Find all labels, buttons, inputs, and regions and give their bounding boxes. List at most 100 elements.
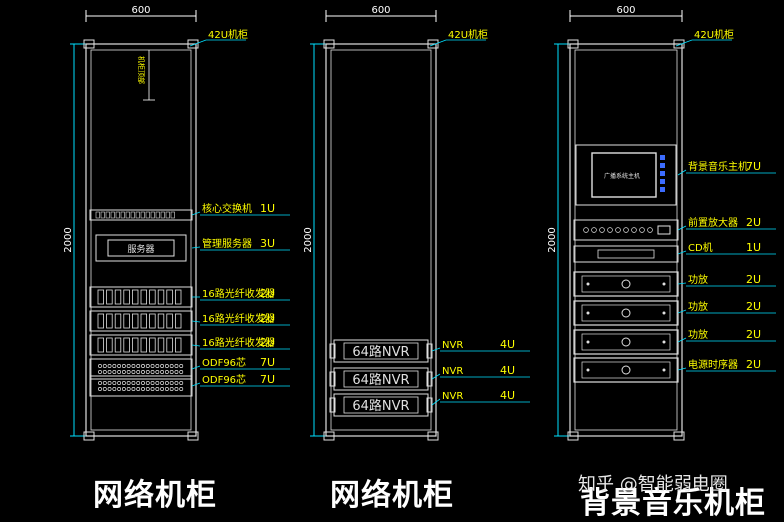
- cabinet-inner-frame: [90, 49, 192, 431]
- height-dim-text: 2000: [303, 227, 314, 252]
- device-units: 2U: [746, 273, 761, 286]
- device-label: 功放: [688, 273, 708, 286]
- switch-port: [115, 211, 120, 219]
- device-label: CD机: [688, 241, 713, 254]
- odf-port: [107, 387, 112, 391]
- device-units: 7U: [260, 356, 275, 369]
- device-amp: 功放 2U: [573, 271, 776, 297]
- odf-port: [102, 364, 107, 368]
- switch-port: [165, 211, 170, 219]
- odf-port: [174, 381, 179, 385]
- odf-port: [136, 364, 141, 368]
- odf-port: [126, 381, 131, 385]
- watermark: 知乎 @智能弱电圈: [578, 474, 728, 495]
- switch-port: [125, 211, 130, 219]
- patch-port: [106, 337, 113, 353]
- monitor-indicator: [660, 155, 665, 160]
- patch-port: [97, 337, 104, 353]
- device-label: 功放: [688, 328, 708, 341]
- device-label: 电源时序器: [688, 358, 738, 371]
- amp-panel: [581, 275, 671, 293]
- device-label: 背景音乐主机: [688, 160, 748, 173]
- patch-port: [131, 337, 139, 353]
- device-units: 2U: [260, 287, 275, 300]
- preamp-knob: [607, 227, 613, 233]
- odf-port: [131, 387, 136, 391]
- device-label: 核心交换机: [202, 202, 252, 215]
- amp-knob: [621, 279, 631, 289]
- monitor-indicator: [660, 171, 665, 176]
- switch-port: [130, 211, 135, 219]
- patch-port: [114, 289, 122, 305]
- odf-port: [174, 364, 179, 368]
- frame-foot-left: [83, 431, 95, 441]
- nvr-ear-left: [329, 397, 336, 413]
- preamp-knob: [583, 227, 589, 233]
- amp-chassis: [573, 271, 679, 297]
- top-label-text: 42U机柜: [694, 28, 734, 41]
- patch-port: [131, 289, 139, 305]
- frame-corner-tr: [427, 39, 439, 49]
- label-leader: [677, 250, 687, 255]
- odf-port: [131, 364, 136, 368]
- patch-port: [131, 313, 139, 329]
- label-leader: [191, 211, 201, 216]
- amp-led: [662, 368, 666, 372]
- odf-port: [102, 370, 107, 374]
- device-units: 3U: [260, 237, 275, 250]
- frame-corner-tl: [323, 39, 335, 49]
- amp-led: [662, 340, 666, 344]
- odf-port: [164, 381, 169, 385]
- odf-port: [141, 370, 145, 374]
- odf-port: [160, 364, 165, 368]
- switch-port: [120, 211, 125, 219]
- frame-foot-left: [567, 431, 579, 441]
- nvr-ear-left: [329, 371, 336, 387]
- server-panel: [107, 239, 175, 257]
- odf-port: [141, 381, 145, 385]
- odf-port: [131, 381, 136, 385]
- patch-port: [157, 337, 165, 353]
- switch-port: [140, 211, 145, 219]
- patch-port: [106, 313, 113, 329]
- odf-port: [169, 364, 174, 368]
- amp-chassis: [573, 357, 679, 383]
- amp-panel: [581, 304, 671, 322]
- nvr-panel: [343, 370, 419, 388]
- odf-port: [136, 381, 141, 385]
- amp-knob: [621, 365, 631, 375]
- odf-port: [150, 381, 155, 385]
- top-label-leader: [429, 39, 447, 47]
- odf-port: [141, 387, 145, 391]
- width-dim-text: 600: [616, 5, 635, 16]
- odf-port: [145, 370, 150, 374]
- label-leader: [191, 320, 201, 323]
- patch-port: [166, 313, 173, 329]
- odf-port: [164, 364, 169, 368]
- device-label: 管理服务器: [202, 237, 252, 250]
- device-units: 2U: [260, 336, 275, 349]
- device-label: ODF96芯: [202, 373, 246, 386]
- odf-port: [121, 370, 126, 374]
- monitor-indicator: [660, 187, 665, 192]
- device-units: 2U: [746, 358, 761, 371]
- odf-port: [126, 370, 131, 374]
- odf-port: [121, 381, 126, 385]
- height-dim-text: 2000: [63, 227, 74, 252]
- patch-port: [157, 289, 165, 305]
- label-leader: [431, 347, 441, 352]
- patch-port: [123, 289, 130, 305]
- amp-panel: [581, 333, 671, 351]
- odf-port: [126, 364, 131, 368]
- cabinet-2-title: 网络机柜: [330, 478, 454, 513]
- device-units: 2U: [260, 312, 275, 325]
- label-leader: [677, 282, 687, 285]
- preamp-knob: [591, 227, 597, 233]
- odf-port: [169, 370, 174, 374]
- monitor-screen: [591, 152, 657, 198]
